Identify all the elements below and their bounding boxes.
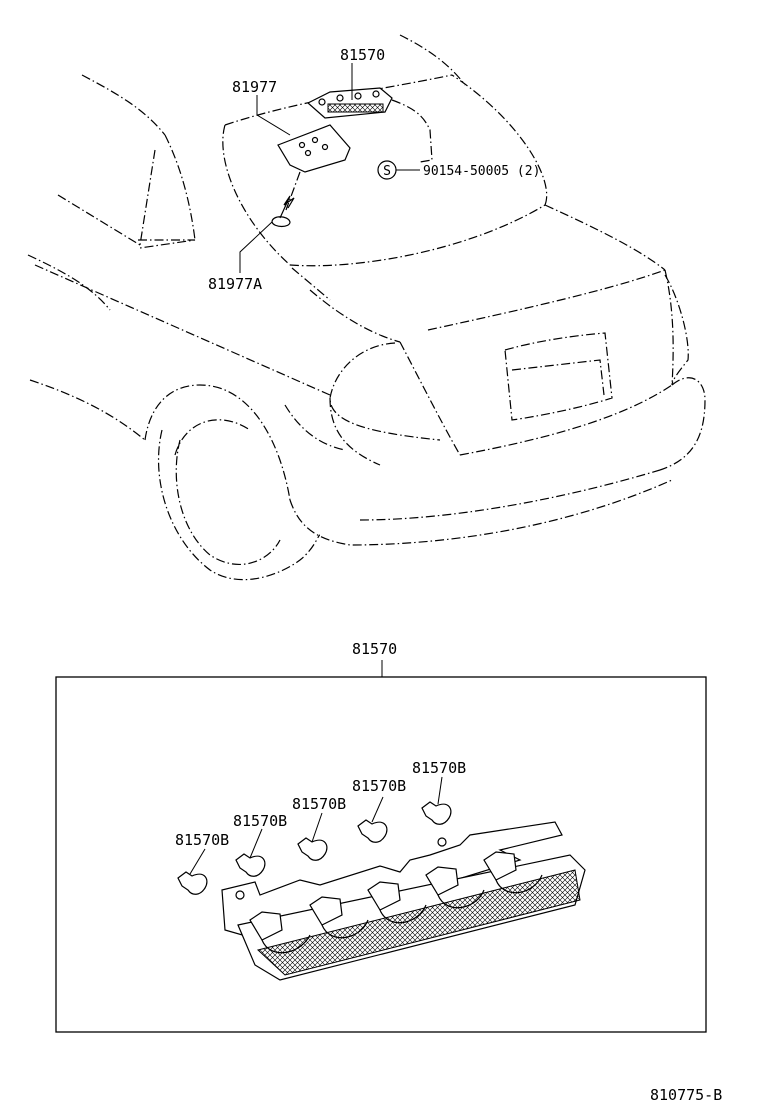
bulb-3 bbox=[297, 837, 328, 861]
bulb-2 bbox=[235, 853, 266, 877]
clip bbox=[271, 195, 295, 228]
label-81570-top: 81570 bbox=[340, 46, 385, 64]
bulb-1 bbox=[177, 871, 208, 895]
label-bulb-3: 81570B bbox=[292, 795, 346, 813]
label-bulb-2: 81570B bbox=[233, 812, 287, 830]
stop-lamp-mini bbox=[306, 87, 393, 119]
label-bulb-5: 81570B bbox=[412, 759, 466, 777]
bulb-4 bbox=[357, 819, 388, 843]
lamp-cover bbox=[277, 124, 351, 173]
label-81977A: 81977A bbox=[208, 275, 262, 293]
sockets bbox=[249, 851, 517, 941]
top-leaders bbox=[239, 63, 420, 273]
label-screw: 90154-50005 (2) bbox=[423, 164, 540, 179]
figure-code: 810775-B bbox=[650, 1086, 722, 1104]
stop-lamp-assembly bbox=[221, 821, 586, 981]
label-bulb-4: 81570B bbox=[352, 777, 406, 795]
screw-symbol-letter: S bbox=[383, 164, 391, 179]
label-bulb-1: 81570B bbox=[175, 831, 229, 849]
label-detail-81570: 81570 bbox=[352, 640, 397, 658]
screw-symbol: S bbox=[377, 160, 397, 180]
detail-frame bbox=[55, 676, 707, 1033]
car-body-outline bbox=[27, 34, 706, 581]
bulb-leaders bbox=[189, 776, 443, 875]
label-81977: 81977 bbox=[232, 78, 277, 96]
bulb-5 bbox=[421, 801, 452, 825]
